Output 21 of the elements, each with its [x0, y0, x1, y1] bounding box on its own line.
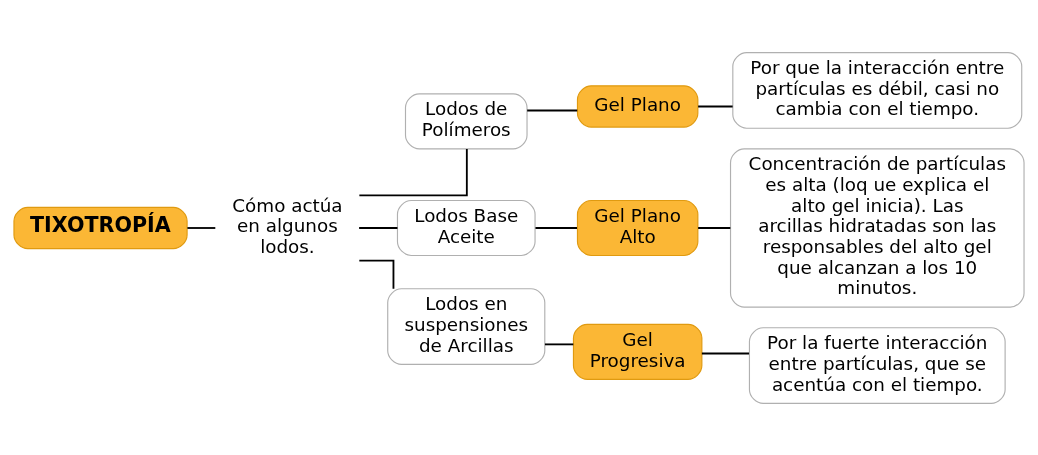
connector	[358, 259, 395, 290]
node-box: Lodos Base Aceite	[396, 199, 536, 256]
node-box: Gel Progresiva	[572, 323, 703, 380]
node-box: Lodos en suspensiones de Arcillas	[387, 287, 546, 365]
connector	[186, 226, 217, 229]
node-box: Por la fuerte interacción entre partículas, que se acentúa con el tiempo.	[748, 326, 1006, 404]
connector	[358, 147, 468, 196]
connector	[544, 342, 575, 345]
connector	[358, 226, 399, 229]
connector	[526, 109, 579, 111]
connector	[697, 105, 734, 107]
node-box: TIXOTROPÍA	[13, 206, 188, 249]
node-box: Gel Plano Alto	[576, 199, 699, 256]
node-box: Gel Plano	[576, 84, 699, 128]
node-box: Concentración de partículas es alta (loq ue explica el alto gel inicia). Las arcillas hidratadas son las responsables del alto gel que alcanzan a los 10 minutos.	[729, 147, 1025, 308]
node-text: Cómo actúa en algunos lodos.	[232, 194, 343, 257]
connector	[534, 226, 578, 229]
connector	[700, 352, 750, 354]
node-box: Lodos de Polímeros	[404, 92, 528, 149]
node-box: Por que la interacción entre partículas es débil, casi no cambia con el tiempo.	[732, 51, 1023, 129]
connector	[697, 226, 732, 229]
